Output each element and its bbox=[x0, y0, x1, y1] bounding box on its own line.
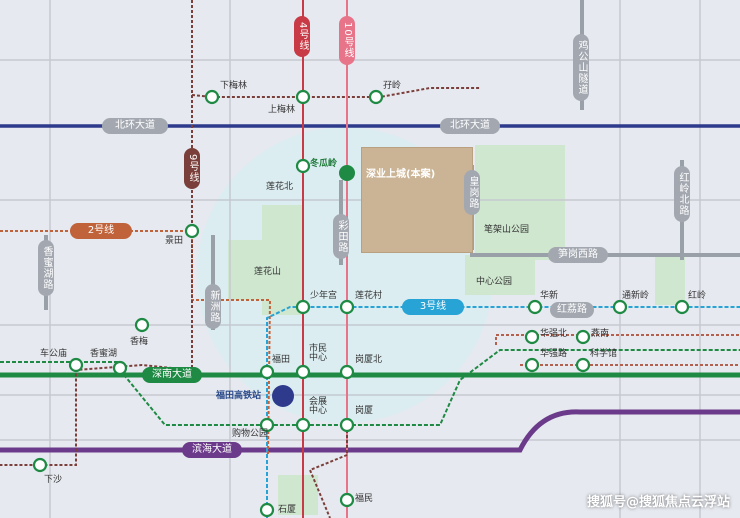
station-chegongmiao[interactable]: 车公庙 bbox=[40, 349, 68, 359]
road-xinzhou: 新洲路 bbox=[205, 284, 221, 329]
dongguling-marker bbox=[339, 165, 355, 181]
road-xiangmihu: 香蜜湖路 bbox=[38, 240, 54, 296]
line3-badge: 3号线 bbox=[402, 299, 464, 315]
line10-badge: 10号线 bbox=[339, 16, 355, 65]
station-kexueguan[interactable]: 科学馆 bbox=[590, 349, 618, 359]
road-caitian: 彩田路 bbox=[333, 214, 349, 259]
road-beihuan-right: 北环大道 bbox=[440, 118, 500, 134]
watermark: 搜狐号@搜狐焦点云浮站 bbox=[586, 495, 730, 510]
station-gouwugongyuan[interactable]: 购物公园 bbox=[232, 429, 269, 439]
station-yannan[interactable]: 燕南 bbox=[591, 329, 610, 339]
station-shishan[interactable]: 石厦 bbox=[278, 505, 297, 515]
binhai-line bbox=[0, 409, 740, 453]
road-sungang: 笋岗西路 bbox=[548, 247, 608, 263]
station-lianhuabei[interactable]: 莲花北 bbox=[266, 182, 294, 192]
station-shangmeilin[interactable]: 上梅林 bbox=[268, 105, 296, 115]
south-green bbox=[278, 475, 318, 515]
station-huaxin[interactable]: 华新 bbox=[540, 291, 559, 301]
line2-badge: 2号线 bbox=[70, 223, 132, 239]
station-gangxia[interactable]: 岗厦 bbox=[355, 406, 374, 416]
station-gangxiabei[interactable]: 岗厦北 bbox=[355, 355, 383, 365]
zhongxin-park bbox=[465, 255, 535, 295]
station-lianhuacun[interactable]: 莲花村 bbox=[355, 291, 383, 301]
road-shennan: 深南大道 bbox=[142, 367, 202, 383]
project-site[interactable] bbox=[361, 147, 473, 253]
station-tongxinling[interactable]: 通新岭 bbox=[622, 291, 650, 301]
station-fumin[interactable]: 福民 bbox=[355, 494, 374, 504]
road-beihuan-left: 北环大道 bbox=[102, 118, 168, 134]
lianhuashan-park bbox=[262, 205, 302, 315]
road-binhai: 滨海大道 bbox=[182, 442, 242, 458]
road-hongling: 红岭北路 bbox=[674, 166, 690, 222]
hongling-green bbox=[655, 255, 685, 305]
station-futian-hsr[interactable]: 福田高铁站 bbox=[216, 391, 262, 401]
station-dongguling[interactable]: 冬瓜岭 bbox=[310, 159, 338, 169]
line-hongli bbox=[495, 334, 740, 345]
bijiashan-park bbox=[475, 145, 565, 260]
station-xiameilin[interactable]: 下梅林 bbox=[220, 81, 248, 91]
station-xiangmei[interactable]: 香梅 bbox=[130, 337, 149, 347]
station-xiasha[interactable]: 下沙 bbox=[44, 475, 63, 485]
station-ziling[interactable]: 孖岭 bbox=[383, 81, 402, 91]
station-huizhanzhongxin[interactable]: 会展 中心 bbox=[309, 397, 328, 416]
station-huaqiangbei[interactable]: 华强北 bbox=[540, 329, 568, 339]
road-huanggang: 皇岗路 bbox=[464, 170, 480, 215]
station-jingtian[interactable]: 景田 bbox=[165, 236, 184, 246]
lianhuashan-park-west bbox=[228, 240, 262, 300]
place-zhongxin-park: 中心公园 bbox=[476, 277, 513, 287]
station-markers bbox=[32, 89, 690, 518]
station-shiminzhongxin[interactable]: 市民 中心 bbox=[309, 344, 328, 363]
line9-badge: 9号线 bbox=[184, 148, 200, 190]
project-label: 深业上城(本案) bbox=[366, 169, 436, 180]
station-huaqianglu[interactable]: 华强路 bbox=[540, 349, 568, 359]
road-hongli: 红荔路 bbox=[550, 302, 594, 318]
road-jigongshan: 鸡公山隧道 bbox=[573, 34, 589, 101]
place-bijiashan: 笔架山公园 bbox=[484, 225, 530, 235]
line4-badge: 4号线 bbox=[294, 16, 310, 58]
station-shaoniangong[interactable]: 少年宫 bbox=[310, 291, 338, 301]
futian-hsr-marker bbox=[272, 385, 294, 407]
place-lianhuashan: 莲花山 bbox=[254, 267, 282, 277]
station-futian[interactable]: 福田 bbox=[272, 355, 291, 365]
station-xiangmihu[interactable]: 香蜜湖 bbox=[90, 349, 118, 359]
station-hongling[interactable]: 红岭 bbox=[688, 291, 707, 301]
